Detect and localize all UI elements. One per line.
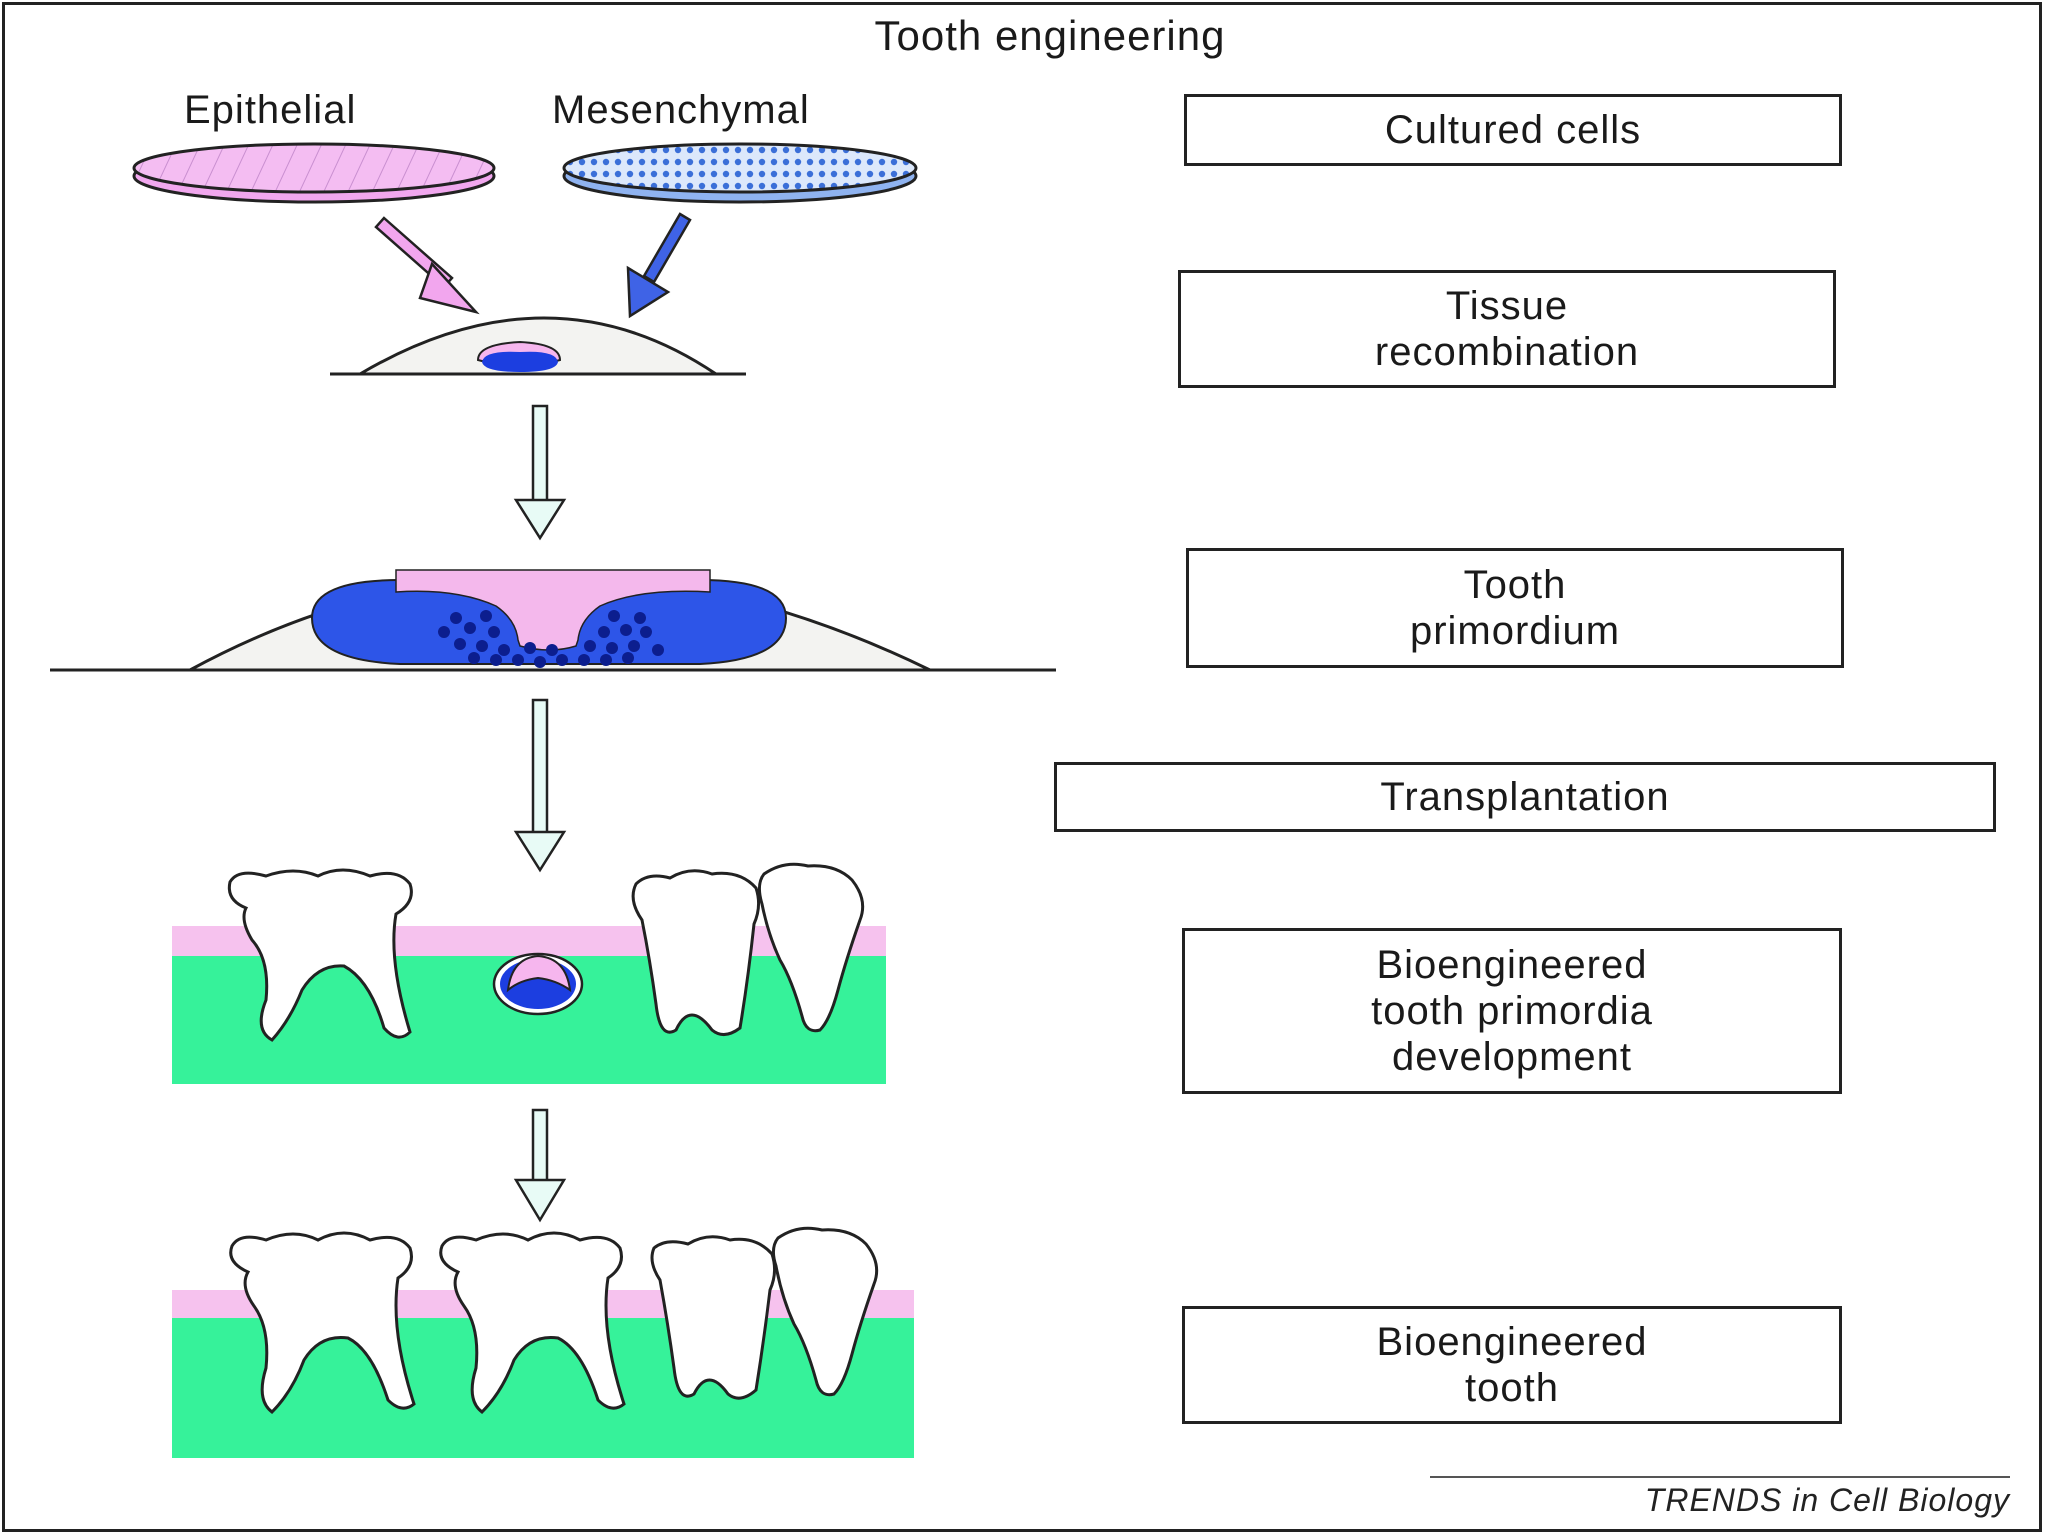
mesenchymal-label: Mesenchymal [552, 88, 810, 132]
epithelial-label: Epithelial [184, 88, 357, 132]
step-cultured-cells: Cultured cells [1184, 94, 1842, 166]
step-transplantation: Transplantation [1054, 762, 1996, 832]
step-tissue-recombination: Tissue recombination [1178, 270, 1836, 388]
down-arrow-2 [513, 698, 567, 873]
step-primordia-development: Bioengineered tooth primordia developmen… [1182, 928, 1842, 1094]
mesenchymal-arrow [626, 212, 692, 319]
recombination-dome [330, 316, 746, 376]
down-arrow-3 [513, 1108, 567, 1223]
epithelial-dish [132, 142, 496, 204]
source-credit: TRENDS in Cell Biology [1430, 1476, 2010, 1519]
transplant-jaw [172, 862, 886, 1084]
final-jaw [172, 1226, 914, 1458]
tooth-primordium-dome [50, 569, 1056, 672]
step-bioengineered-tooth: Bioengineered tooth [1182, 1306, 1842, 1424]
epithelial-arrow [374, 216, 480, 315]
step-tooth-primordium: Tooth primordium [1186, 548, 1844, 668]
diagram-title: Tooth engineering [874, 12, 1226, 59]
down-arrow-1 [513, 404, 567, 541]
mesenchymal-dish [562, 142, 918, 204]
